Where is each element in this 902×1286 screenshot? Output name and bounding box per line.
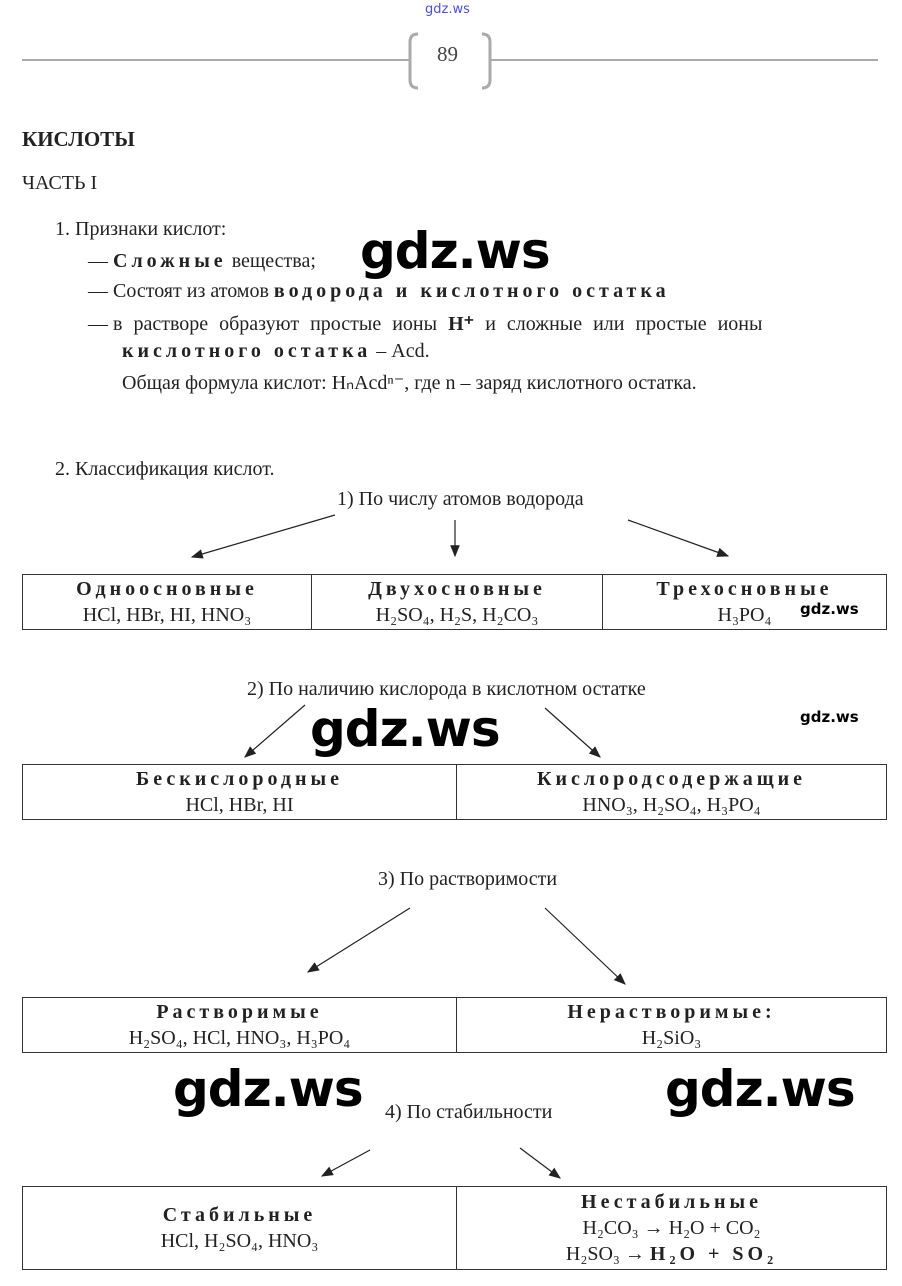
list-item: — Сложные вещества; [88,250,316,272]
arrow [320,1149,371,1177]
watermark: gdz.ws [173,1060,364,1118]
arrow [244,704,306,758]
general-formula: Общая формула кислот: HₙAcdⁿ⁻, где n – з… [122,372,697,394]
site-link[interactable]: gdz.ws [425,2,470,17]
part-label: ЧАСТЬ I [22,172,98,194]
section1-heading: 1. Признаки кислот: [55,218,227,240]
group-label: 3) По растворимости [378,868,558,890]
watermark: gdz.ws [310,700,501,758]
page-number: 89 [437,42,458,66]
page-title: КИСЛОТЫ [22,127,135,151]
page-bracket-left [408,32,419,90]
list-item-continuation: кислотного остатка – Acd. [122,340,430,362]
section2-heading: 2. Классификация кислот. [55,458,275,480]
list-item: — Состоят из атомов водорода и кислотног… [88,280,670,302]
watermark-small: gdz.ws [800,708,859,726]
arrow [627,519,730,557]
group-label: 2) По наличию кислорода в кислотном оста… [247,678,646,700]
list-item: — в растворе образуют простые ионы H⁺ и … [88,313,763,335]
watermark-small: gdz.ws [800,600,859,618]
watermark: gdz.ws [360,222,551,280]
watermark: gdz.ws [665,1060,856,1118]
page-bracket-right [481,32,492,90]
arrow [306,907,411,973]
arrow [544,707,601,758]
group-label: 4) По стабильности [385,1101,553,1123]
arrow [519,1147,561,1179]
table-cell: Нерастворимые:H₂SiO₃ [456,997,887,1053]
group-label: 1) По числу атомов водорода [337,488,584,510]
arrow [190,514,336,559]
arrow [544,907,626,985]
